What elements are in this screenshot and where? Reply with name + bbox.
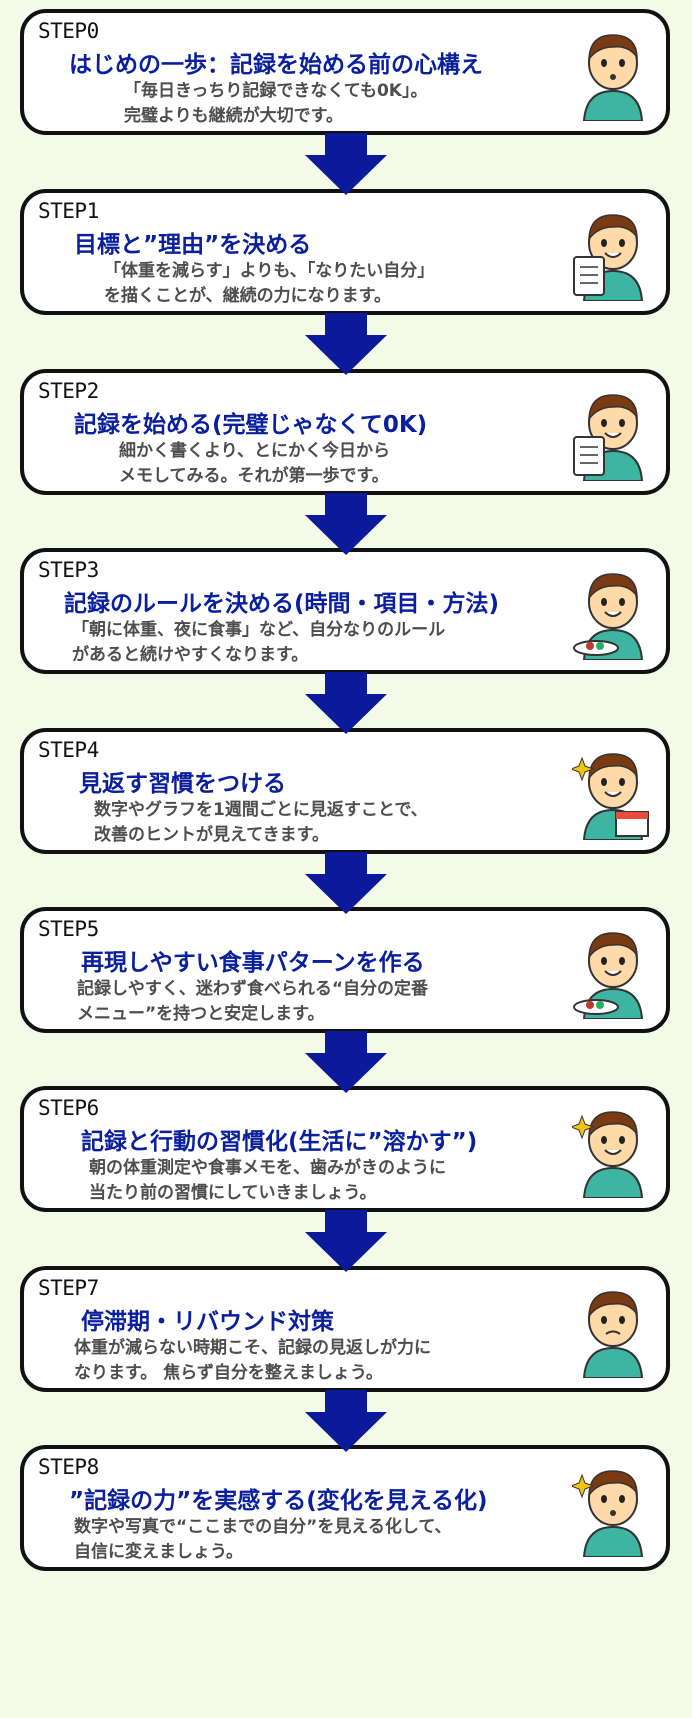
step-label: STEP8 [38,1455,99,1479]
down-arrow-icon [305,1210,387,1272]
step-description: 朝の体重測定や食事メモを、歯みがきのように当たり前の習慣にしていきましょう。 [89,1156,446,1206]
step-description: 「毎日きっちり記録できなくても0K」。完璧よりも継続が大切です。 [124,79,427,129]
step-description: 「朝に体重、夜に食事」など、自分なりのルールがあると続けやすくなります。 [72,618,445,668]
down-arrow-icon [305,1390,387,1452]
down-arrow-icon [305,313,387,375]
calendar-sparkle-person-icon [569,744,654,841]
step-label: STEP1 [38,199,99,223]
step-title: 記録と行動の習慣化(生活に”溶かす”) [81,1129,478,1155]
down-arrow-icon [305,493,387,555]
step-label: STEP3 [38,558,99,582]
step-description-line: 改善のヒントが見えてきます。 [94,825,329,845]
step-description: 「体重を減らす」よりも、「なりたい自分」を描くことが、継続の力になります。 [104,259,434,309]
step-title: 見返す習慣をつける [79,771,286,797]
worried-person-icon [572,1282,654,1379]
thinking-person-icon [572,25,654,122]
step-description: 数字やグラフを1週間ごとに見返すことで、改善のヒントが見えてきます。 [94,798,428,848]
step-label: STEP4 [38,738,99,762]
step-title: 目標と”理由”を決める [74,232,312,258]
step-description-line: 自信に変えましょう。 [74,1542,243,1562]
step-title: 停滞期・リバウンド対策 [81,1309,334,1335]
step-description-line: 完璧よりも継続が大切です。 [124,106,343,126]
step-description: 体重が減らない時期こそ、記録の見返しが力になります。 焦らず自分を整えましょう。 [74,1336,431,1386]
step-title: 再現しやすい食事パターンを作る [81,950,425,976]
habit-sparkle-person-icon [569,1102,654,1199]
step-title: 記録を始める(完璧じゃなくて0K) [74,412,428,438]
step-description-line: 「朝に体重、夜に食事」など、自分なりのルール [72,620,446,640]
step-label: STEP5 [38,917,99,941]
step-description: 細かく書くより、とにかく今日からメモしてみる。それが第一歩です。 [119,439,390,489]
step-description-line: を描くことが、継続の力になります。 [104,286,391,306]
step-card: STEP8”記録の力”を実感する(変化を見える化)数字や写真で“ここまでの自分”… [20,1445,670,1571]
down-arrow-icon [305,1031,387,1093]
step-title: はじめの一歩：記録を始める前の心構え [69,52,483,78]
step-description-line: 記録しやすく、迷わず食べられる“自分の定番 [77,979,429,999]
meal-tray-person-icon [572,564,654,661]
step-description-line: メモしてみる。それが第一歩です。 [119,466,389,486]
writing-notepad-person-icon [572,205,654,302]
step-title: ”記録の力”を実感する(変化を見える化) [69,1488,488,1514]
step-description-line: 朝の体重測定や食事メモを、歯みがきのように [89,1158,446,1178]
surprised-person-icon [569,1461,654,1558]
step-description-line: 「体重を減らす」よりも、「なりたい自分」 [104,261,435,281]
step-label: STEP0 [38,19,99,43]
step-description-line: 当たり前の習慣にしていきましょう。 [89,1183,377,1203]
step-description-line: なります。 焦らず自分を整えましょう。 [74,1363,383,1383]
down-arrow-icon [305,133,387,195]
step-label: STEP7 [38,1276,99,1300]
step-description-line: があると続けやすくなります。 [72,645,309,665]
step-description-line: 数字や写真で“ここまでの自分”を見える化して、 [74,1517,452,1537]
step-description-line: 数字やグラフを1週間ごとに見返すことで、 [94,800,428,820]
step-label: STEP2 [38,379,99,403]
step-description: 数字や写真で“ここまでの自分”を見える化して、自信に変えましょう。 [74,1515,451,1565]
clipboard-checklist-person-icon [572,385,654,482]
step-description-line: 細かく書くより、とにかく今日から [119,441,390,461]
down-arrow-icon [305,852,387,914]
eating-plate-person-icon [572,923,654,1020]
step-description-line: 「毎日きっちり記録できなくても0K」。 [124,81,428,101]
step-description-line: 体重が減らない時期こそ、記録の見返しが力に [74,1338,431,1358]
step-description: 記録しやすく、迷わず食べられる“自分の定番メニュー”を持つと安定します。 [77,977,428,1027]
step-label: STEP6 [38,1096,99,1120]
down-arrow-icon [305,672,387,734]
step-title: 記録のルールを決める(時間・項目・方法) [64,591,500,617]
step-description-line: メニュー”を持つと安定します。 [77,1004,325,1024]
